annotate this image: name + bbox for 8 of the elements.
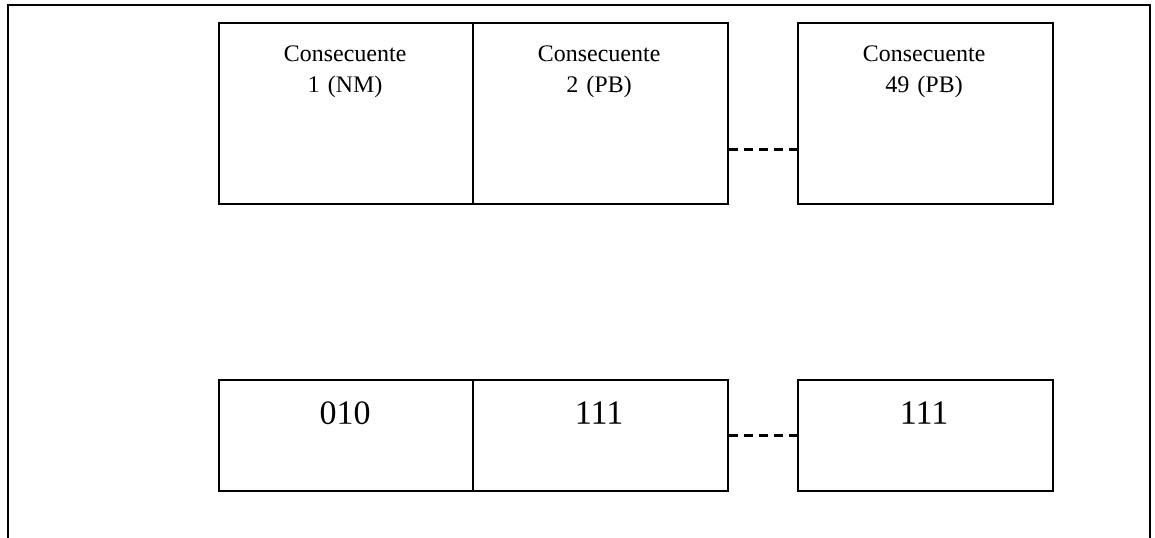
text-box: 111 [472,379,729,492]
text-box: 010 [218,379,474,492]
text-box: Consecuente 49 (PB) [797,22,1054,205]
dashed-line [729,148,797,151]
text-box: 111 [797,379,1054,492]
text-box: Consecuente 1 (NM) [218,22,474,205]
dashed-line [729,434,797,437]
text-box: Consecuente 2 (PB) [472,22,729,205]
